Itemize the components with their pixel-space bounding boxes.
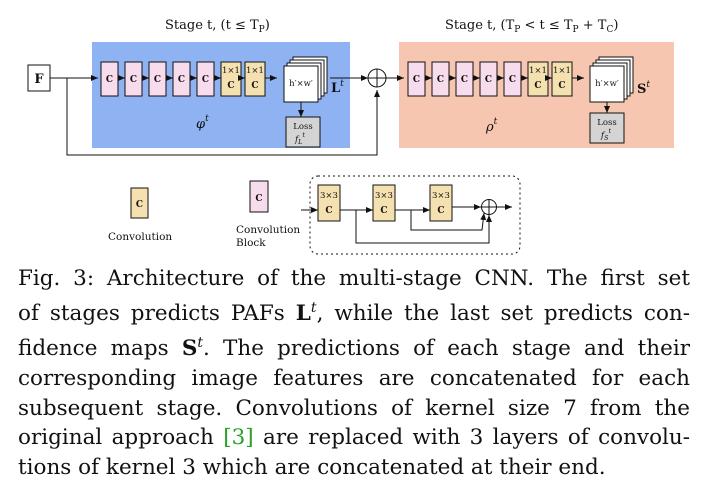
caption-line: Fig. 3: Architecture of the multi-stage … — [18, 266, 690, 291]
caption-math-symbol: S — [181, 335, 198, 361]
legend-block-letter: C — [255, 194, 262, 204]
stage1-conv-block-letter: C — [154, 75, 161, 85]
stage2-conv-block-letter: C — [485, 75, 492, 85]
stage1-loss-label: Loss — [293, 122, 313, 132]
stage2-output-size: h′×w′ — [595, 79, 619, 89]
stage2-conv1x1-2 — [551, 61, 573, 97]
stage2-conv-block-letter: C — [461, 75, 468, 85]
stage2-conv-block-letter: C — [509, 75, 516, 85]
stage1-conv-block-letter: C — [202, 75, 209, 85]
stage2-loss-fn: fSt — [600, 127, 612, 142]
stage1-conv-block-letter: C — [178, 75, 185, 85]
legend-conv-letter: C — [136, 200, 143, 210]
stage1-kernel-label: 1×1 — [222, 66, 240, 76]
stage1-output-size: h′×w′ — [289, 79, 313, 89]
detail-skip-1 — [355, 210, 492, 244]
detail-conv-letter: C — [437, 206, 444, 216]
stage1-conv1x1-2 — [244, 61, 266, 97]
legend-block-label-line1: Convolution — [236, 224, 300, 236]
stage2-title: Stage t, (TP < t ≤ TP + TC) — [445, 18, 618, 35]
caption-line: original approach [3] are replaced with … — [18, 425, 691, 451]
stage1-output-stack — [283, 56, 328, 103]
citation-link[interactable]: [3] — [223, 425, 254, 451]
input-feature-label: F — [34, 72, 44, 87]
stage1-conv-block-letter: C — [106, 75, 113, 85]
detail-conv3x3-1 — [317, 184, 341, 222]
figure-caption: Fig. 3: Architecture of the multi-stage … — [18, 264, 690, 483]
stage2-loss-label: Loss — [597, 118, 617, 128]
detail-conv-letter: C — [325, 206, 332, 216]
caption-math-symbol: L — [295, 300, 311, 326]
architecture-figure: Stage t, (t ≤ TP) Stage t, (TP < t ≤ TP … — [27, 18, 674, 255]
stage2-conv-block-letter: C — [413, 75, 420, 85]
stage2-kernel-label: 1×1 — [529, 66, 547, 76]
stage2-conv-letter: C — [534, 81, 541, 91]
detail-kernel-label: 3×3 — [432, 191, 450, 201]
detail-conv3x3-3 — [429, 184, 453, 222]
stage1-loss-box — [285, 116, 321, 148]
caption-line: subsequent stage. Convolutions of kernel… — [18, 395, 690, 421]
caption-line: of stages predicts PAFs Lt, while the la… — [18, 299, 690, 326]
stage1-loss-fn: fLt — [294, 131, 305, 146]
stage2-kernel-label: 1×1 — [553, 66, 571, 76]
legend-block-swatch — [249, 180, 269, 213]
stage1-conv-letter: C — [227, 81, 234, 91]
stage2-conv-letter: C — [558, 81, 565, 91]
stage1-title: Stage t, (t ≤ TP) — [165, 18, 270, 35]
stage1-conv-block-letter: C — [130, 75, 137, 85]
detail-conv-letter: C — [380, 206, 387, 216]
stage1-conv-blocks: C C C C C 1×1C 1×1C — [100, 61, 277, 97]
stage2-function-label: ρt — [485, 117, 498, 135]
detail-kernel-label: 3×3 — [320, 191, 338, 201]
detail-conv3x3-2 — [372, 184, 396, 222]
conv-block-detail-frame — [309, 175, 521, 255]
stage1-kernel-label: 1×1 — [246, 66, 264, 76]
detail-skip-2 — [410, 210, 487, 231]
stage2-loss-box — [589, 112, 625, 144]
stage1-function-label: φt — [196, 114, 209, 132]
stage1-conv-letter: C — [251, 81, 258, 91]
detail-kernel-label: 3×3 — [375, 191, 393, 201]
stage2-conv-block-letter: C — [437, 75, 444, 85]
stage2-output-label: St — [637, 80, 650, 97]
stage1-output-label: Lt — [331, 79, 344, 96]
feature-skip-connection — [66, 78, 380, 156]
caption-line: tions of kernel 3 which are concatenated… — [18, 455, 606, 481]
legend-conv-swatch — [130, 187, 149, 219]
stage2-conv-blocks: C C C C C 1×1C 1×1C — [407, 61, 584, 97]
stage2-output-stack — [589, 56, 634, 103]
legend-block-label-line2: Block — [236, 237, 266, 249]
conv-block-detail: 3×3C 3×3C 3×3C — [317, 184, 453, 222]
caption-line: fidence maps St. The predictions of each… — [18, 334, 690, 361]
legend-conv-label: Convolution — [108, 231, 172, 243]
caption-line: corresponding image features are concate… — [18, 365, 690, 391]
